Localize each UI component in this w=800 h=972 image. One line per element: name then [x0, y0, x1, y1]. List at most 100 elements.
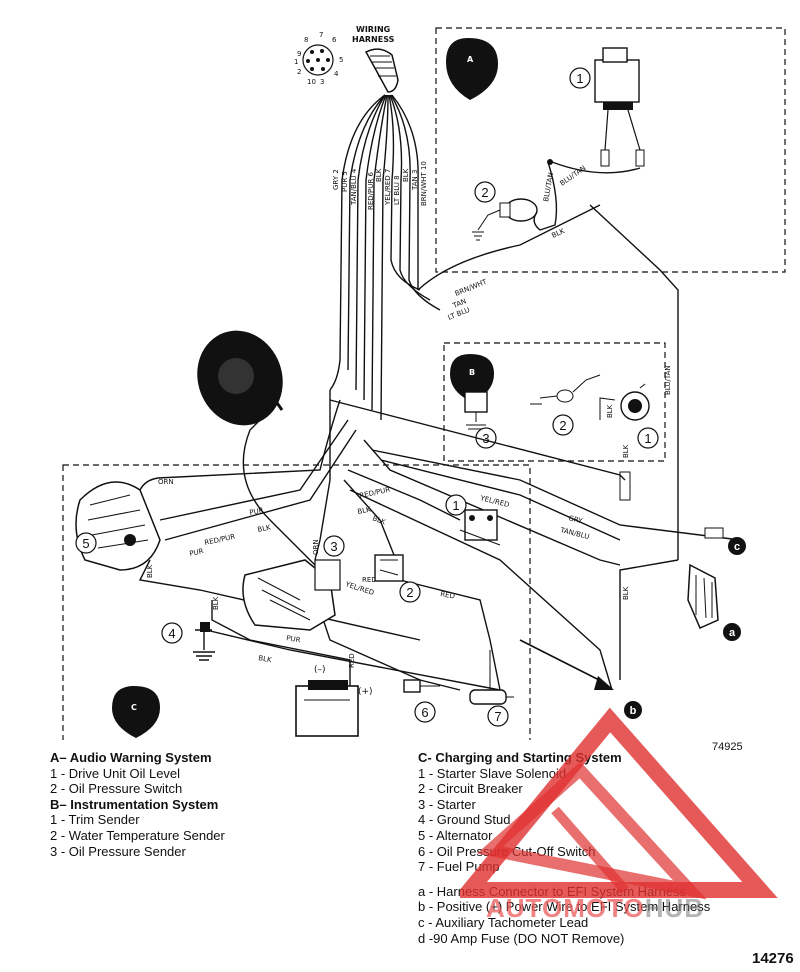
callout-a1-num: 1 [576, 71, 583, 86]
wire-label-blk-c3: BLK [357, 505, 372, 516]
wire-label-yel-red: YEL/RED [479, 494, 511, 509]
legend-c-item: 6 - Oil Pressure Cut-Off Switch [418, 843, 596, 859]
wiring-diagram: WIRING HARNESS 7 8 6 9 1 5 2 10 3 4 GRY … [62, 25, 786, 740]
callout-c4-num: 4 [168, 626, 175, 641]
pin-3: 3 [320, 78, 324, 86]
wire-label-orn: ORN [158, 478, 174, 486]
callout-c-letter: c [734, 541, 740, 553]
callout-c5 [75, 532, 97, 554]
callout-c1-num: 1 [452, 498, 459, 513]
oil-pressure-cutoff-switch [403, 679, 440, 693]
tag-c: C [112, 686, 160, 738]
battery [295, 680, 359, 737]
wire-label-blk-right: BLK [622, 586, 630, 600]
callout-c3-num: 3 [330, 539, 337, 554]
callout-a2-num: 2 [481, 185, 488, 200]
harness-wire-label-blk-2: BLK [402, 168, 410, 182]
fuel-pump [469, 650, 514, 705]
wire-label-red-pur: RED/PUR [204, 533, 236, 547]
wiring-harness-connector [302, 44, 399, 93]
wire-label-brn-wht: BRN/WHT [454, 278, 489, 298]
legend-note: d -90 Amp Fuse (DO NOT Remove) [418, 930, 625, 946]
legend-note: c - Auxiliary Tachometer Lead [418, 914, 589, 930]
drive-unit-oil-level-sensor [594, 47, 645, 167]
wire-label-blk-c: BLK [257, 523, 272, 534]
wire-label-pur-3: PUR [286, 634, 302, 644]
legend-c-title: C- Charging and Starting System [418, 750, 622, 765]
wiring-harness-label-1: WIRING [356, 25, 390, 34]
harness-wire-label-lt-blu: LT BLU 8 [393, 175, 401, 205]
harness-bundle [329, 94, 441, 421]
legend-note: a - Harness Connector to EFI System Harn… [418, 883, 687, 899]
ground-stud [193, 622, 215, 661]
harness-wire-label-tan-blu: TAN/BLU 4 [350, 168, 358, 206]
pin-9: 9 [297, 50, 301, 58]
blu-tan-terminal [547, 159, 553, 165]
harness-wire-label-blk: BLK [375, 168, 383, 182]
legend-a-title: A– Audio Warning System [50, 750, 212, 765]
oil-pressure-switch [472, 198, 538, 241]
callout-c6-num: 6 [421, 705, 428, 720]
arrow-to-b [519, 639, 606, 684]
callout-c5-num: 5 [82, 536, 89, 551]
wiring-harness-label-2: HARNESS [352, 35, 395, 44]
wire-label-red-pur-2: RED/PUR [359, 486, 391, 500]
pin-10: 10 [307, 78, 316, 86]
callout-b2 [552, 414, 574, 436]
page-number: 14276 [752, 950, 794, 967]
battery-neg-label: (–) [314, 665, 326, 675]
wire-label-blu-tan-a2: BLU/TAN [542, 172, 555, 203]
legend-right: C- Charging and Starting System 1 - Star… [418, 750, 710, 946]
legend-note: b - Positive (+) Power Wire to EFI Syste… [418, 899, 711, 915]
wire-label-orn-2: ORN [312, 539, 320, 555]
legend-c-item: 7 - Fuel Pump [418, 859, 500, 875]
pin-2: 2 [297, 68, 301, 76]
legend-b-item: 2 - Water Temperature Sender [50, 827, 225, 843]
callout-c6 [414, 701, 436, 723]
inline-connector [619, 471, 631, 501]
legend-a-item: 2 - Oil Pressure Switch [50, 781, 183, 797]
harness-wire-label-gry: GRY 2 [332, 169, 340, 190]
wire-label-blk-b2: BLK [622, 444, 630, 458]
callout-c7-num: 7 [494, 709, 501, 724]
tag-b-top: B [450, 354, 494, 402]
wire-label-lt-blu: LT BLU [447, 306, 471, 322]
section-c-box [62, 464, 531, 740]
section-a-wiring [417, 161, 679, 560]
pin-5: 5 [339, 56, 343, 64]
wire-label-red-2: RED [440, 590, 456, 600]
wire-label-blk-b: BLK [606, 404, 614, 418]
efi-harness-connector [687, 563, 719, 629]
section-c-wiring [138, 390, 741, 700]
callout-a [723, 623, 741, 641]
callout-c3 [323, 535, 345, 557]
callout-a2 [474, 181, 496, 203]
harness-wire-label-tan: TAN 3 [411, 170, 419, 191]
legend-b-item: 3 - Oil Pressure Sender [50, 843, 186, 859]
pin-7: 7 [319, 31, 323, 39]
callout-b1-num: 1 [644, 431, 651, 446]
starter-slave-solenoid [459, 509, 501, 546]
callout-b3-num: 3 [482, 431, 489, 446]
legend-c-item: 5 - Alternator [418, 827, 493, 843]
wire-label-pur-2: PUR [189, 547, 205, 558]
section-b-box [443, 342, 666, 462]
legend-b-title: B– Instrumentation System [50, 796, 219, 812]
callout-c4 [161, 622, 183, 644]
wire-label-blk-c6: BLK [258, 654, 273, 664]
pin-1: 1 [294, 58, 298, 66]
arrow-head-b [594, 676, 614, 690]
wire-label-red-3: RED [348, 653, 356, 668]
legend-a-item: 1 - Drive Unit Oil Level [50, 765, 181, 781]
wire-label-blk-c2: BLK [146, 564, 154, 578]
callout-c1 [445, 494, 467, 516]
legend-c-item: 1 - Starter Slave Solenoid [418, 765, 567, 781]
harness-wire-label-yel-red: YEL/RED 7 [384, 169, 392, 206]
svg-text:C: C [131, 703, 137, 712]
harness-wire-label-red-pur: RED/PUR 6 [367, 172, 375, 210]
aux-tach-lead-plug [704, 527, 724, 539]
battery-pos-label: (+) [358, 687, 373, 697]
legend-c-item: 3 - Starter [418, 796, 476, 812]
svg-text:A: A [467, 55, 474, 64]
starter [242, 559, 341, 631]
